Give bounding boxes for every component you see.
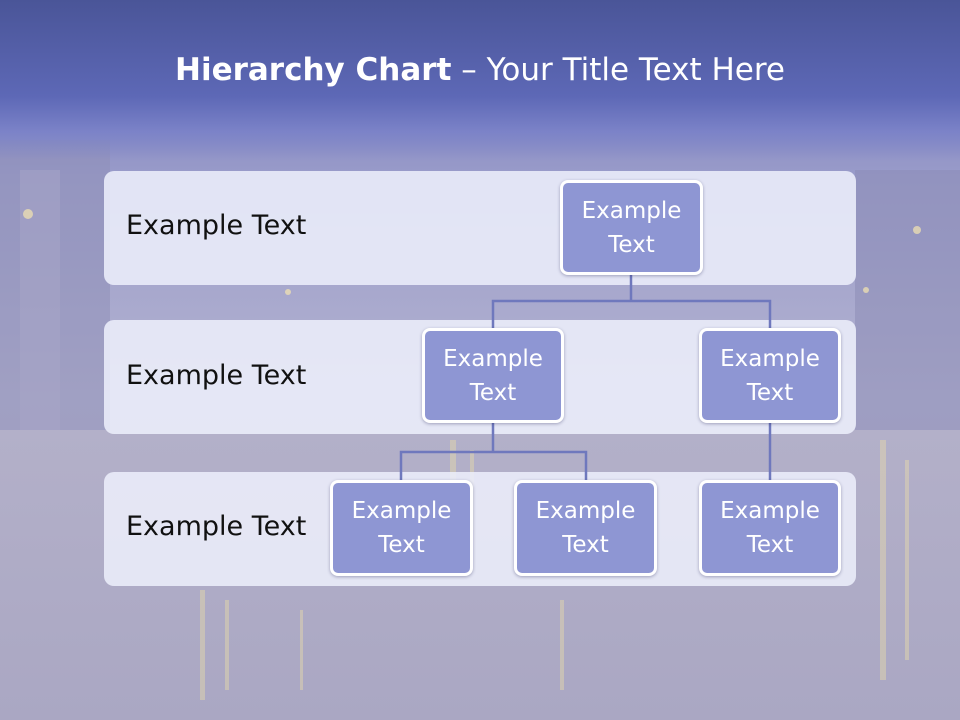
node-level3-a-text: Example Text <box>351 498 452 558</box>
title-rest-part: – Your Title Text Here <box>451 52 785 88</box>
row-label-3: Example Text <box>126 511 307 542</box>
node-level3-b[interactable]: Example Text <box>514 480 657 576</box>
node-level3-b-text: Example Text <box>535 498 636 558</box>
title-bold-part: Hierarchy Chart <box>175 52 452 88</box>
slide-title: Hierarchy Chart – Your Title Text Here <box>0 52 960 88</box>
row-label-1: Example Text <box>126 210 307 241</box>
header-band <box>0 0 960 160</box>
node-level3-c-text: Example Text <box>720 498 820 558</box>
node-level2-left[interactable]: Example Text <box>422 328 564 423</box>
node-level2-right[interactable]: Example Text <box>699 328 841 423</box>
node-level3-a[interactable]: Example Text <box>330 480 473 576</box>
node-level2-right-text: Example Text <box>720 345 820 406</box>
row-label-2: Example Text <box>126 360 307 391</box>
node-root[interactable]: Example Text <box>560 180 703 275</box>
node-level2-left-text: Example Text <box>443 345 543 406</box>
row-band-1 <box>104 171 856 285</box>
node-level3-c[interactable]: Example Text <box>699 480 841 576</box>
node-root-text: Example Text <box>581 197 682 258</box>
